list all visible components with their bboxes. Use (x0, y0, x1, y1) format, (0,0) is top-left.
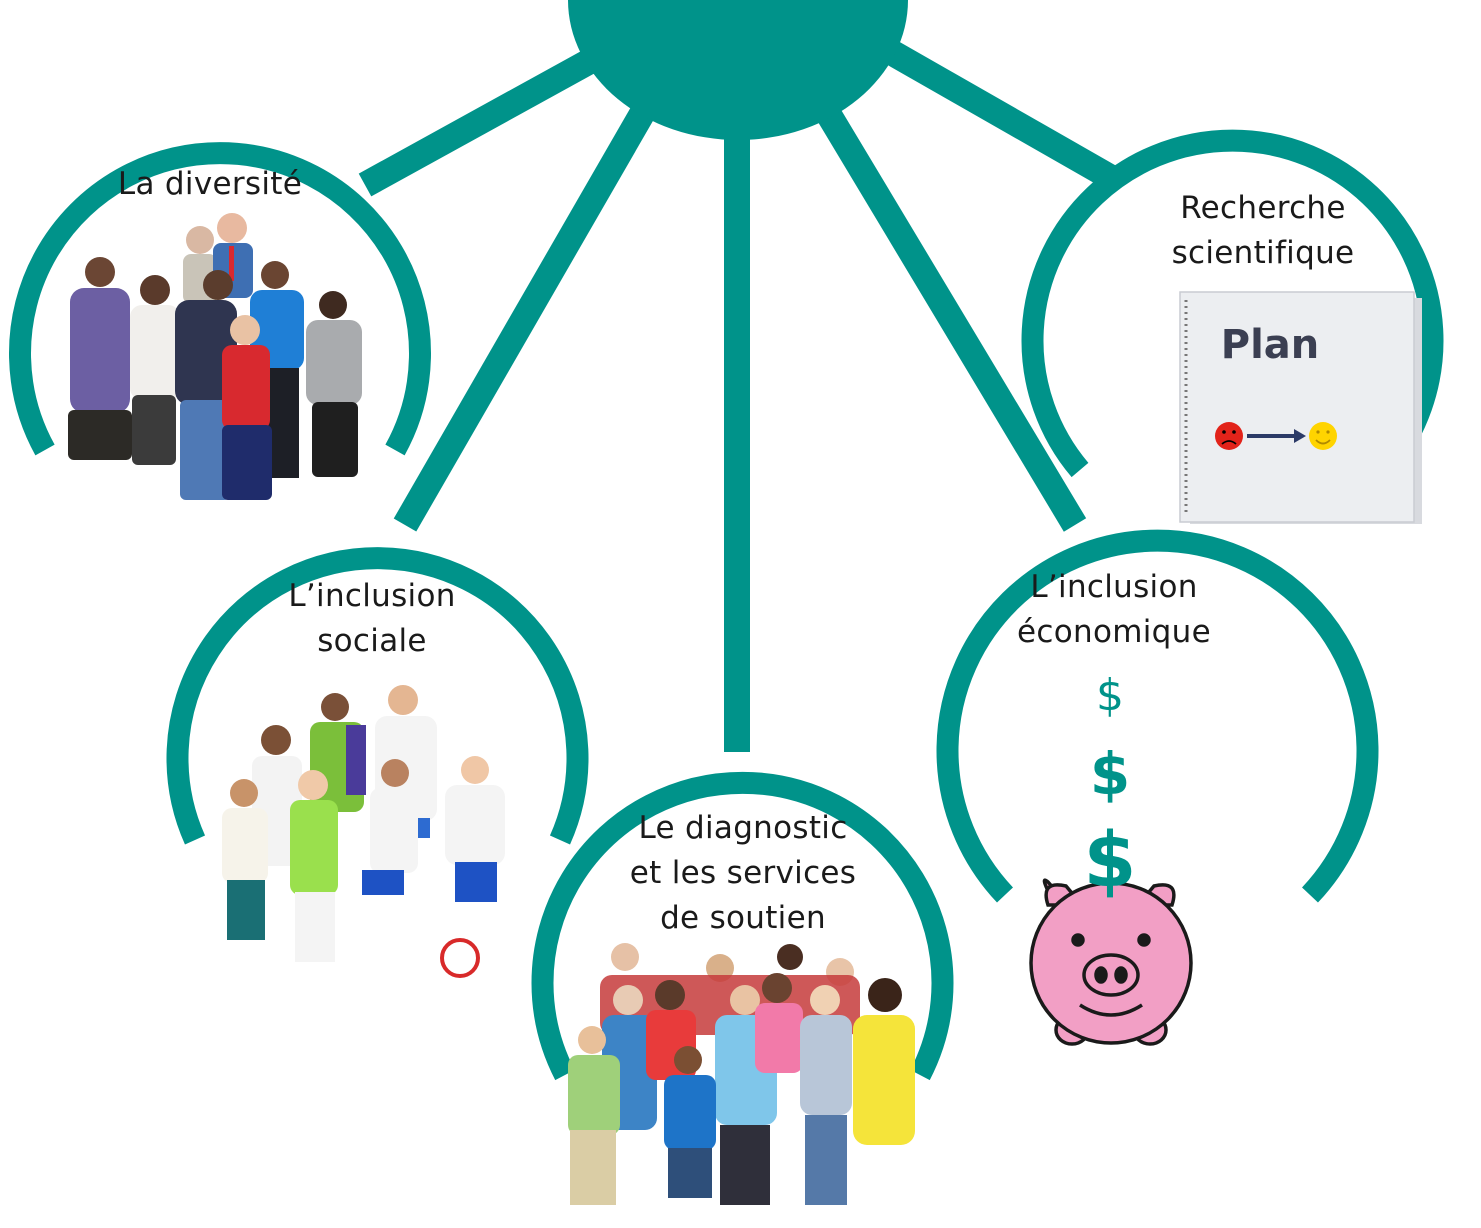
children-and-adults-sports-team-photo (222, 685, 505, 978)
connector-diversity (358, 38, 617, 197)
dollar-sign-small: $ (1096, 670, 1124, 721)
node-ring-diversity (9, 142, 431, 456)
node-label-social: L’inclusion sociale (288, 578, 456, 659)
dollar-sign-large: $ (1083, 815, 1137, 904)
sad-face-icon (1215, 422, 1243, 450)
connector-research (863, 28, 1122, 192)
node-ring-diagnosis (531, 771, 954, 1081)
node-label-research: Recherche scientifique (1171, 190, 1355, 271)
spiral-notebook-plan-icon (1179, 291, 1422, 524)
node-ring-social (166, 547, 589, 845)
node-label-diagnosis: Le diagnostic et les services de soutien (629, 810, 857, 936)
happy-face-icon (1309, 422, 1337, 450)
connector-social (393, 93, 662, 532)
connector-economic (808, 93, 1087, 532)
hub-node (568, 0, 908, 140)
dollar-sign-medium: $ (1089, 740, 1131, 808)
piggy-bank-icon (1029, 878, 1193, 1046)
node-label-economic: L’inclusion économique (1017, 569, 1211, 650)
node-ring-economic (936, 529, 1379, 903)
node-ring-research (1021, 129, 1444, 478)
group-of-diverse-adults-photo (68, 213, 362, 500)
notebook-title: Plan (1220, 322, 1320, 368)
node-label-diversity: La diversité (117, 166, 303, 202)
crowd-of-people-of-all-ages-photo (568, 943, 915, 1205)
